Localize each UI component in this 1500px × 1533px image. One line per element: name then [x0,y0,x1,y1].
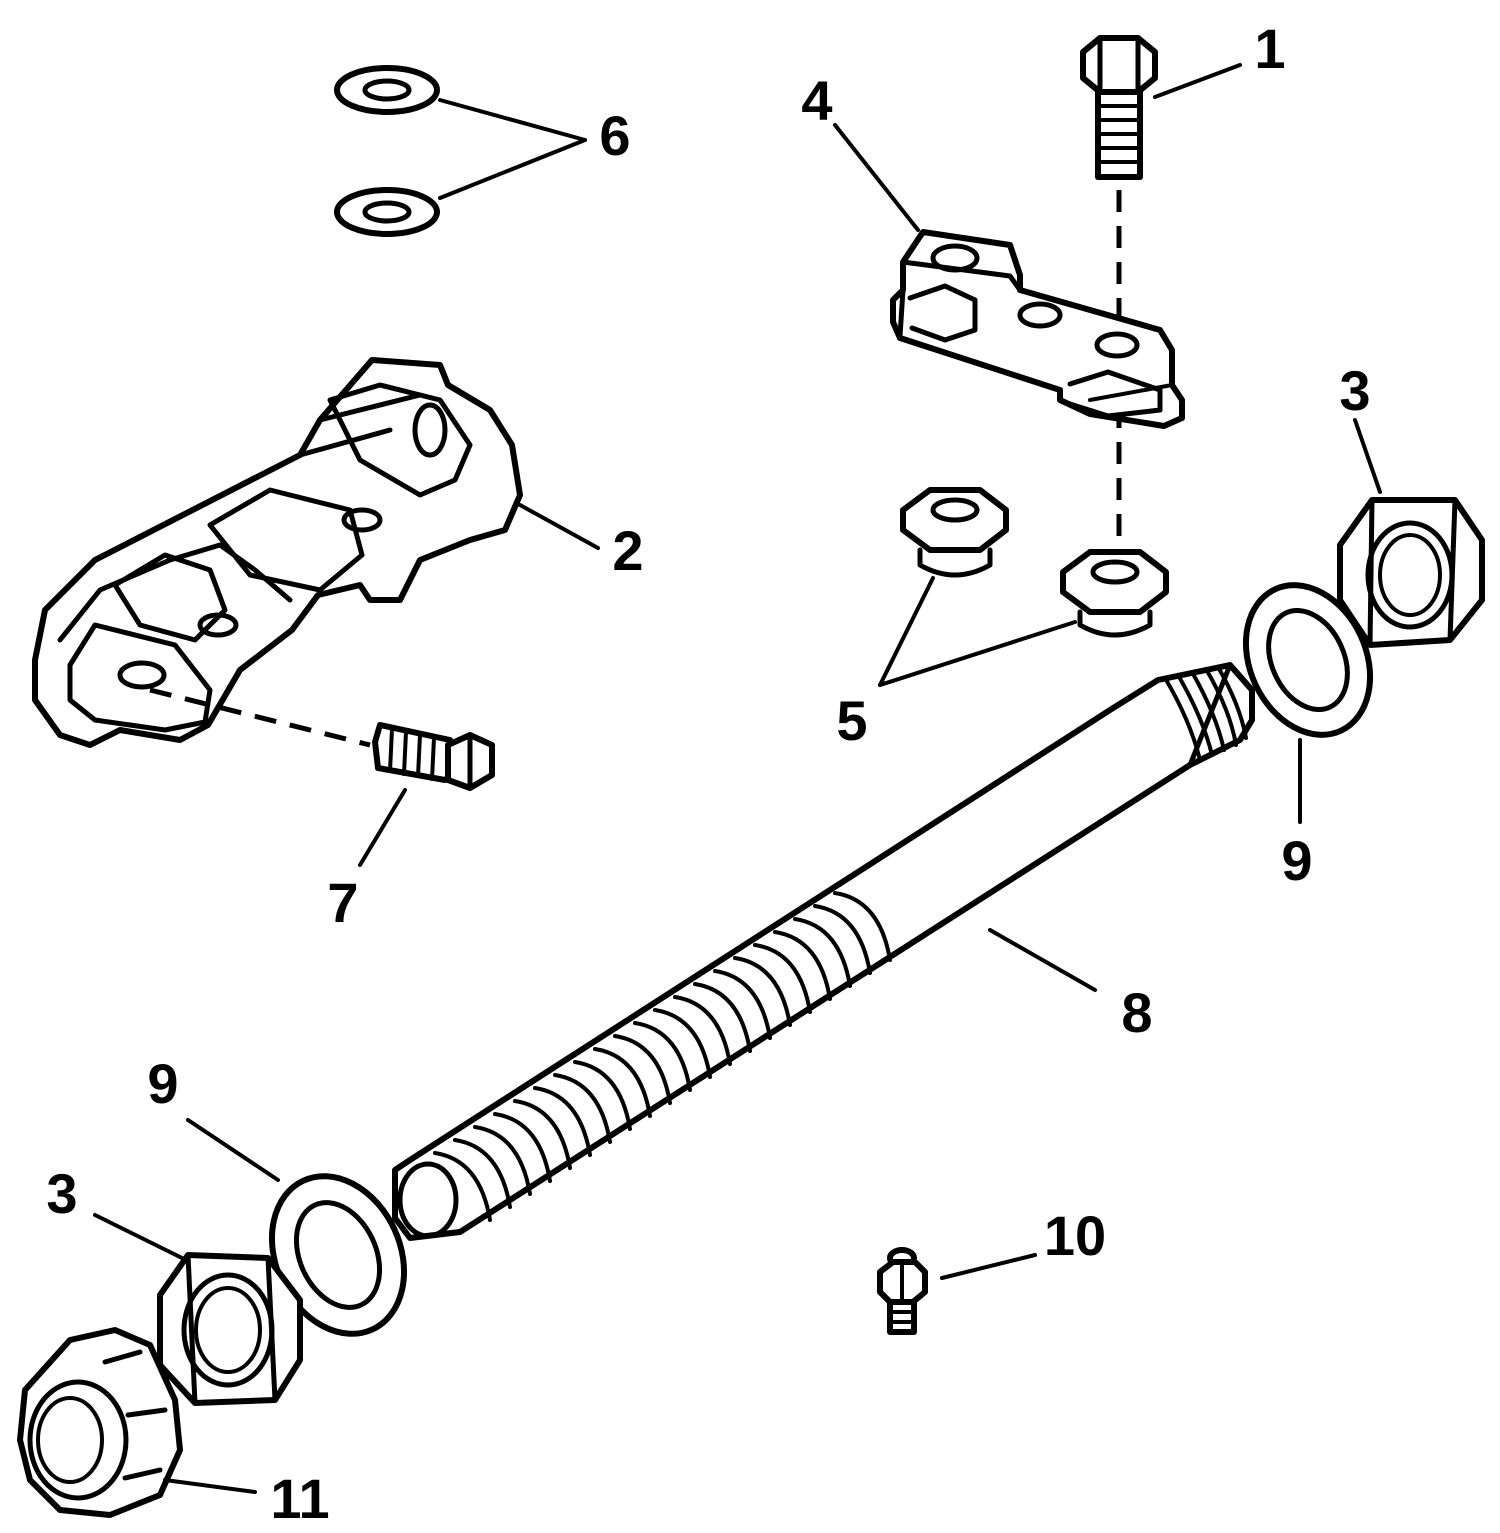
leader-3-right [1353,418,1382,494]
leader-6-upper [438,98,587,142]
washer-part-6-lower [334,187,440,237]
hex-nut-part-5-right [1060,549,1169,638]
callout-9-right: 9 [1281,829,1312,892]
washer-part-9-right [1242,582,1374,738]
leader-2 [518,503,600,550]
leader-6-lower [438,138,587,200]
hex-nut-part-5-left [900,487,1009,578]
hex-bolt-part-7 [372,722,495,791]
bracket-part-4 [890,229,1185,429]
callout-9-left: 9 [147,1052,178,1115]
swivel-housing-part-2 [32,357,523,748]
leader-10 [940,1253,1037,1280]
callout-4: 4 [801,69,832,132]
leader-4 [833,123,920,232]
leader-11 [163,1478,257,1494]
callout-11: 11 [270,1467,329,1530]
leader-3-left [93,1213,184,1260]
jam-nut-part-3-right [1337,497,1485,648]
leader-8 [988,928,1097,992]
callout-8: 8 [1121,981,1152,1044]
callout-1: 1 [1254,17,1285,80]
callout-3-right: 3 [1339,359,1370,422]
cap-nut-part-11 [17,1327,183,1518]
leader-9-left [186,1118,280,1182]
leader-7 [358,788,407,867]
leader-lines [93,63,1382,1494]
callout-10: 10 [1044,1204,1106,1267]
hex-bolt-part-1 [1080,35,1158,180]
callout-3-left: 3 [46,1162,77,1225]
callout-7: 7 [327,871,358,934]
leader-5-left [878,576,935,687]
threaded-shaft-part-8 [392,662,1255,1241]
callout-5: 5 [836,689,867,752]
leader-5-right [878,620,1077,687]
callout-2: 2 [612,519,643,582]
grease-fitting-part-10 [877,1247,928,1335]
callout-6: 6 [599,104,630,167]
washer-part-6-upper [334,65,440,115]
assembly-line-bolt-7 [149,687,371,748]
jam-nut-part-3-left [157,1252,303,1406]
leader-1 [1153,63,1242,99]
washer-part-9-left [268,1173,408,1337]
